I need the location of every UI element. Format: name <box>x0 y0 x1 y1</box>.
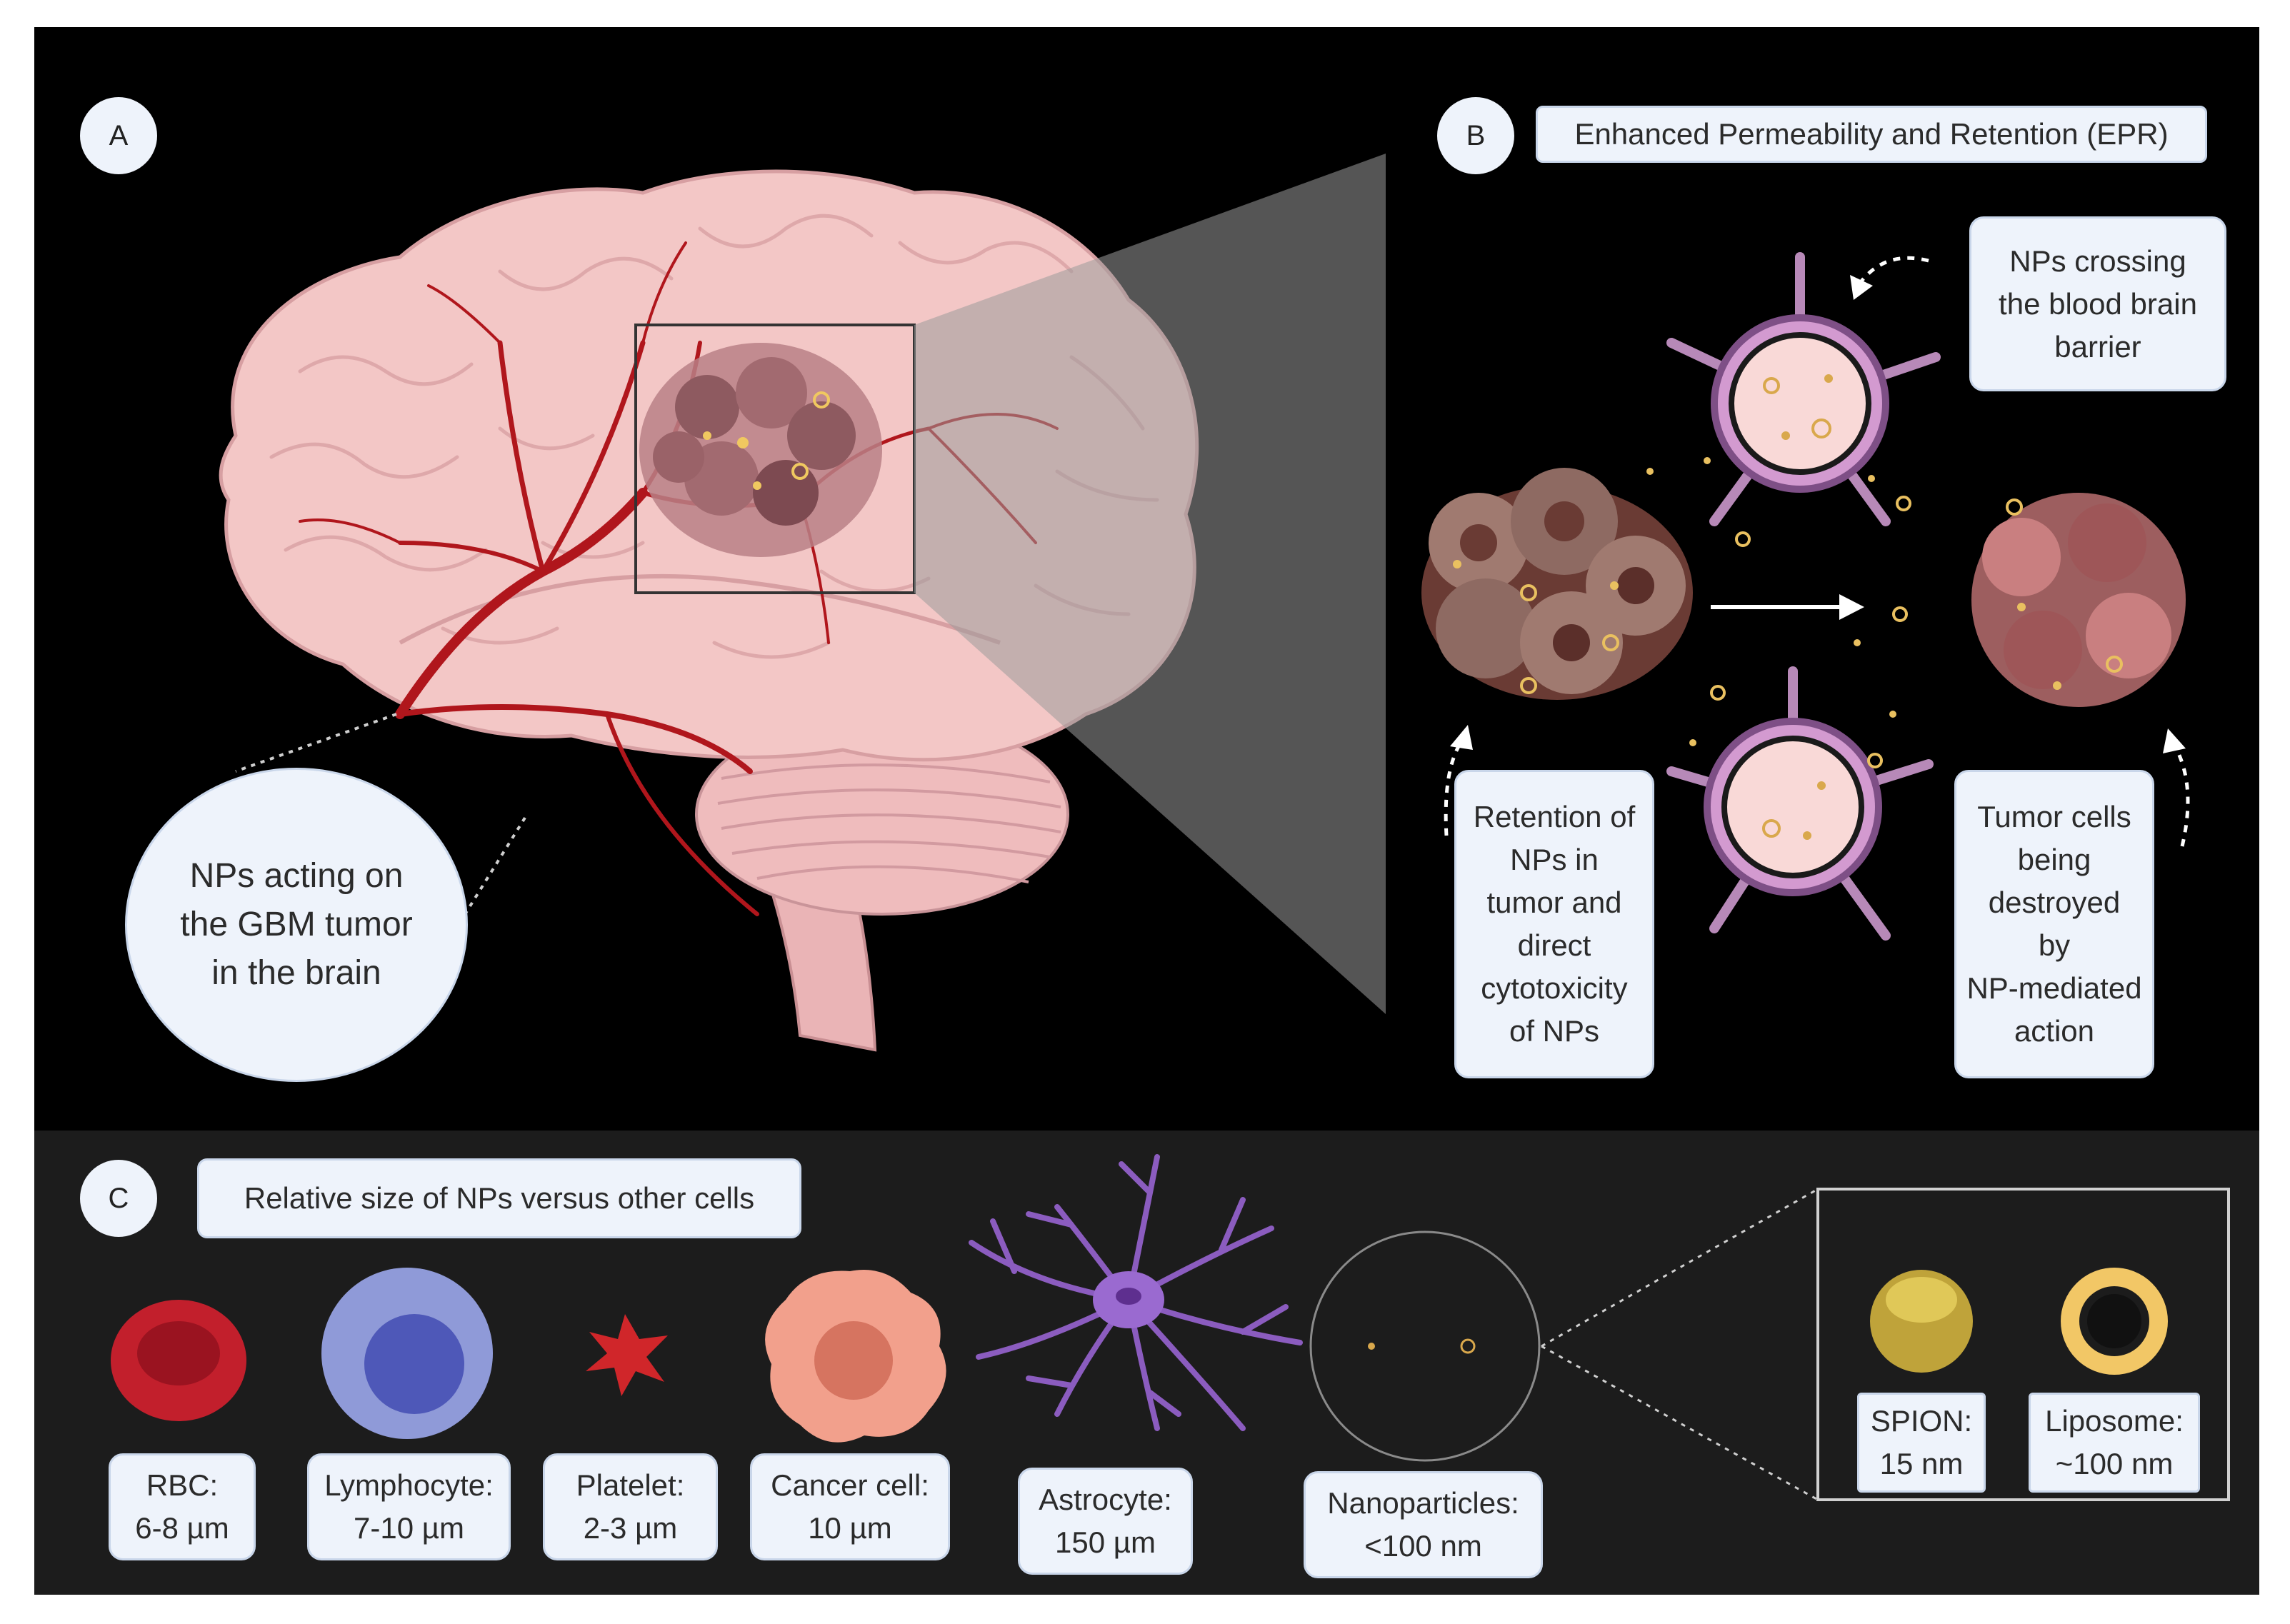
rbc-label: RBC: 6-8 µm <box>109 1453 256 1560</box>
blood-vessel-top <box>1666 252 1941 526</box>
spion-particle <box>1870 1270 1973 1373</box>
blood-vessel-bottom <box>1666 666 1934 941</box>
liposome-label: Liposome: ~100 nm <box>2029 1393 2200 1493</box>
cancer-cell <box>765 1270 946 1443</box>
platelet-label: Platelet: 2-3 µm <box>543 1453 718 1560</box>
label-retention: Retention of NPs in tumor and direct cyt… <box>1454 770 1654 1078</box>
panel-b-badge: B <box>1437 97 1514 174</box>
nanoparticles-label: Nanoparticles: <100 nm <box>1304 1471 1543 1578</box>
platelet-cell <box>586 1314 668 1396</box>
tumor-mass <box>1421 468 1693 700</box>
epr-illustration <box>1421 252 2190 941</box>
astrocyte-cell <box>969 1154 1303 1431</box>
destroyed-tumor <box>1971 493 2186 707</box>
zoom-cone <box>914 154 1386 1014</box>
panel-a-badge: A <box>80 97 157 174</box>
lymphocyte-label: Lymphocyte: 7-10 µm <box>307 1453 511 1560</box>
callout-line-top <box>235 713 397 773</box>
cells-row <box>111 1154 2230 1501</box>
gbm-callout: NPs acting on the GBM tumor in the brain <box>125 768 468 1082</box>
label-crossing: NPs crossing the blood brain barrier <box>1969 216 2226 391</box>
astrocyte-label: Astrocyte: 150 µm <box>1018 1468 1193 1575</box>
panel-c-badge: C <box>80 1160 157 1237</box>
retention-arrow <box>1444 741 1463 836</box>
inset-line-top <box>1541 1188 1819 1348</box>
label-destroyed: Tumor cells being destroyed by NP-mediat… <box>1954 770 2154 1078</box>
destroyed-arrow <box>2173 745 2190 847</box>
spion-label: SPION: 15 nm <box>1857 1393 1986 1493</box>
inset-line-bottom <box>1541 1345 1819 1501</box>
nanoparticles-view <box>1309 1230 1541 1462</box>
size-title: Relative size of NPs versus other cells <box>197 1158 801 1238</box>
brain-tumor <box>639 343 882 557</box>
epr-title: Enhanced Permeability and Retention (EPR… <box>1536 106 2207 163</box>
rbc-cell <box>111 1300 246 1421</box>
liposome-particle <box>2061 1268 2168 1375</box>
cancer-cell-label: Cancer cell: 10 µm <box>750 1453 950 1560</box>
lymphocyte-cell <box>321 1268 493 1439</box>
